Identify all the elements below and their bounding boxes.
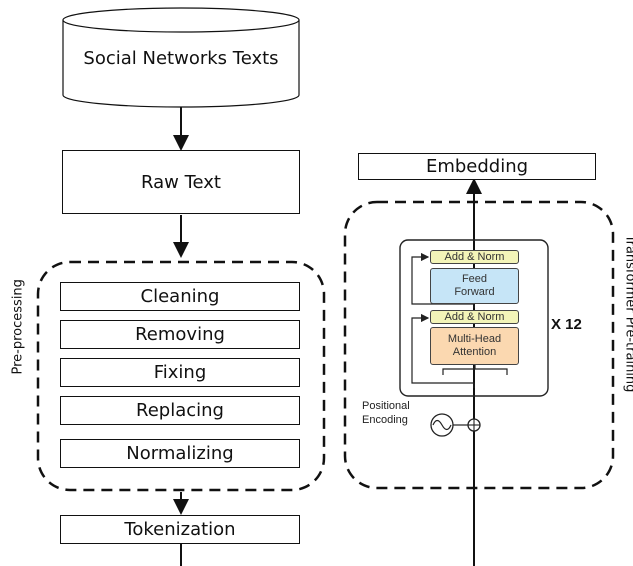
repeat-label: X 12 <box>551 316 582 333</box>
transformer-title: Transformer Pre-training <box>622 234 633 393</box>
attention-inputs <box>442 365 508 375</box>
embedding-box: Embedding <box>358 153 596 180</box>
add-norm-bottom: Add & Norm <box>430 310 519 324</box>
embedding-label: Embedding <box>425 156 529 177</box>
step-normalizing: Normalizing <box>60 439 300 468</box>
feed-forward-box: Feed Forward <box>430 268 519 304</box>
residual-upper <box>411 252 475 308</box>
raw-text-box: Raw Text <box>62 150 300 214</box>
source-label: Social Networks Texts <box>83 48 279 69</box>
database-cylinder <box>62 7 300 108</box>
step-fixing: Fixing <box>60 358 300 387</box>
preprocessing-container <box>36 260 326 492</box>
step-label: Removing <box>135 324 225 345</box>
tokenization-box: Tokenization <box>60 515 300 544</box>
step-cleaning: Cleaning <box>60 282 300 311</box>
step-replacing: Replacing <box>60 396 300 425</box>
positional-encoding-label: Positional Encoding <box>362 400 410 426</box>
residual-lower <box>411 313 475 388</box>
multi-head-attention-box: Multi-Head Attention <box>430 327 519 365</box>
step-label: Cleaning <box>140 286 220 307</box>
preprocessing-title: Pre-processing <box>10 279 26 375</box>
encoder-block-frame <box>399 239 549 397</box>
transformer-container <box>343 200 615 490</box>
add-norm-top: Add & Norm <box>430 250 519 264</box>
tokenization-label: Tokenization <box>124 519 236 540</box>
step-removing: Removing <box>60 320 300 349</box>
step-label: Replacing <box>136 400 224 421</box>
step-label: Normalizing <box>126 443 234 464</box>
step-label: Fixing <box>153 362 207 383</box>
raw-text-label: Raw Text <box>141 171 221 193</box>
